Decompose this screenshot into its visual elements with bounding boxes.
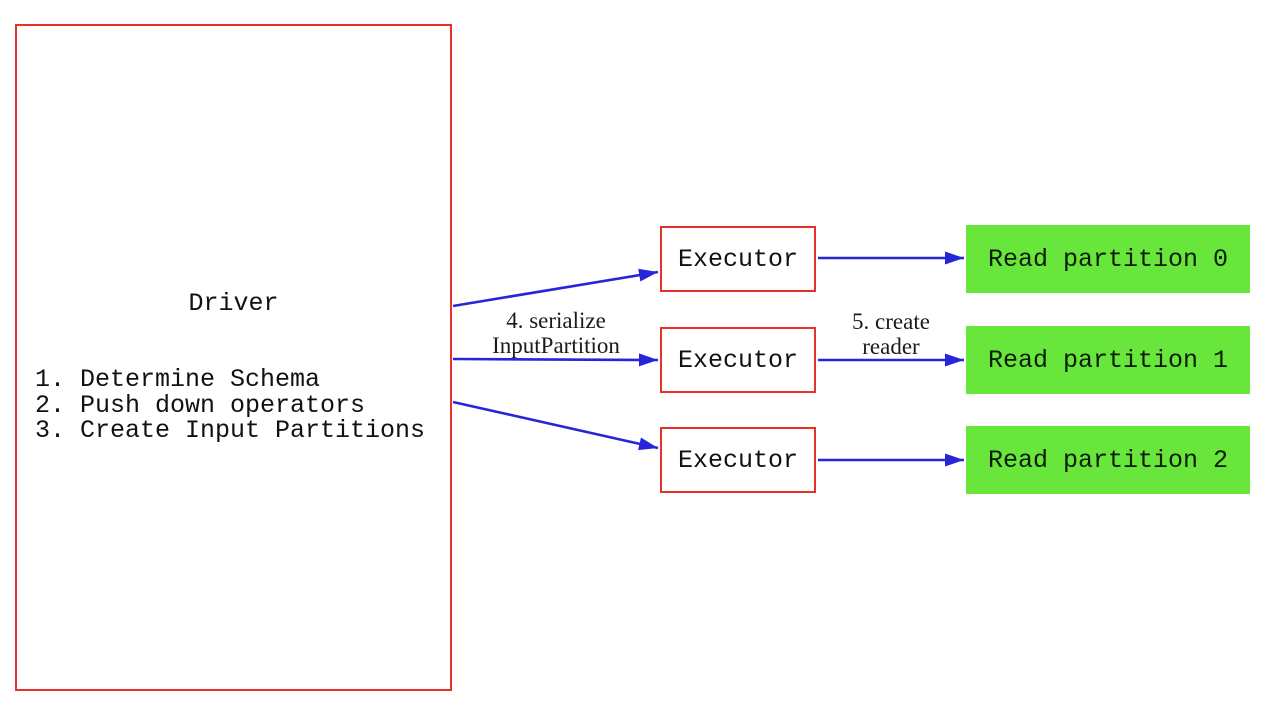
driver-step-3: 3. Create Input Partitions: [35, 416, 426, 446]
driver-step-1: 1. Determine Schema: [35, 365, 321, 394]
executor-label: Executor: [677, 345, 799, 375]
driver-box: Driver 1. Determine Schema 2. Push down …: [15, 24, 452, 691]
executor-box-2: Executor: [660, 327, 816, 393]
read-partition-label: Read partition 2: [987, 445, 1229, 475]
executor-label: Executor: [677, 244, 799, 274]
driver-title: Driver: [188, 289, 279, 318]
serialize-inputpartition-label: 4. serialize InputPartition: [492, 308, 620, 358]
driver-step-2: 2. Push down operators: [35, 390, 366, 420]
executor-label: Executor: [677, 445, 799, 475]
read-partition-label: Read partition 1: [987, 345, 1229, 375]
read-partition-label: Read partition 0: [987, 244, 1229, 274]
arrow-driver-to-executor-1: [452, 268, 659, 308]
create-reader-label: 5. create reader: [852, 309, 930, 359]
executor-box-1: Executor: [660, 226, 816, 292]
arrow-driver-to-executor-2: [452, 353, 659, 367]
read-partition-box-2: Read partition 2: [966, 426, 1250, 494]
driver-steps: 1. Determine Schema 2. Push down operato…: [35, 367, 425, 444]
executor-box-3: Executor: [660, 427, 816, 493]
arrow-driver-to-executor-3: [452, 400, 659, 451]
read-partition-box-0: Read partition 0: [966, 225, 1250, 293]
read-partition-box-1: Read partition 1: [966, 326, 1250, 394]
